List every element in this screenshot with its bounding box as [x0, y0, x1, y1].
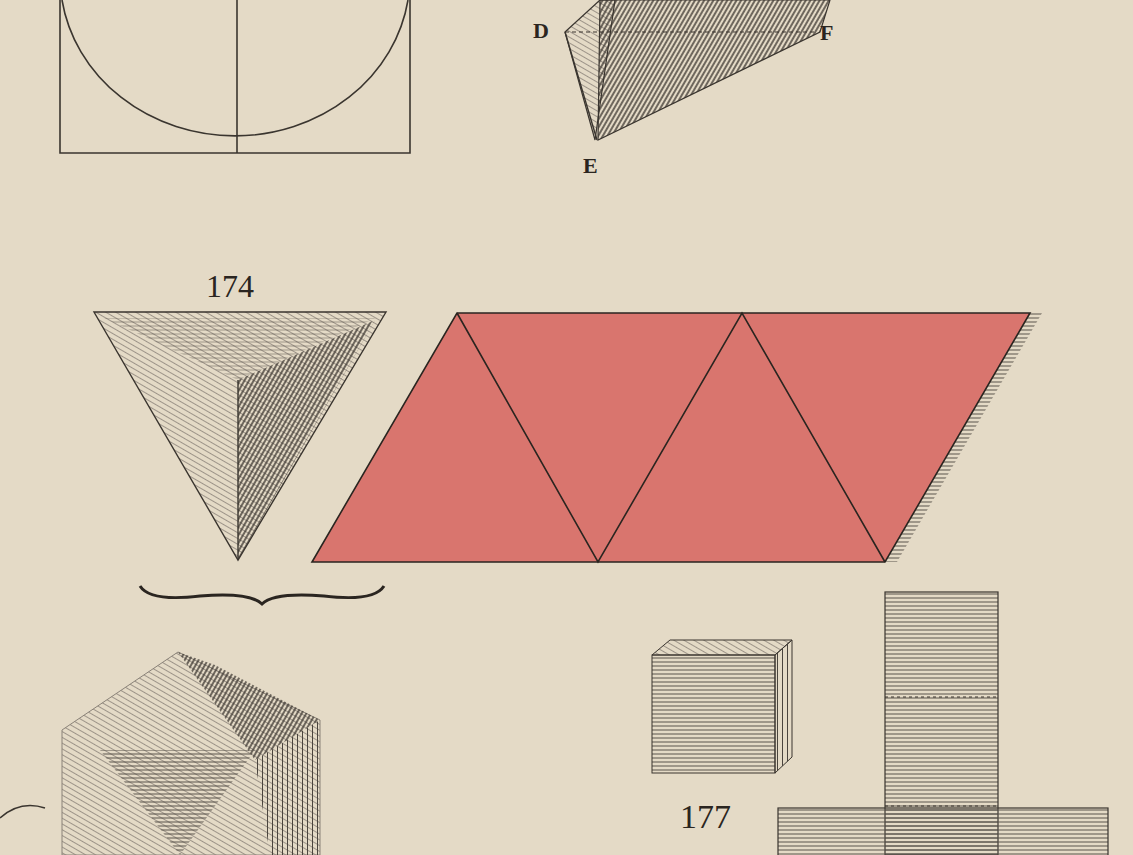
figure-number: 177	[680, 800, 731, 834]
prism-figure	[565, 0, 830, 140]
tetrahedron-net	[312, 313, 1042, 562]
vertex-letter: D	[533, 20, 549, 42]
vertex-letter: E	[583, 155, 598, 177]
semicircle-figure	[60, 0, 410, 153]
figure-number: 174	[206, 270, 254, 302]
vertex-letter: F	[820, 22, 833, 44]
brace	[140, 586, 384, 604]
polyhedron-figure	[0, 652, 320, 855]
cube-figure	[652, 640, 792, 773]
cube-net	[778, 592, 1108, 855]
